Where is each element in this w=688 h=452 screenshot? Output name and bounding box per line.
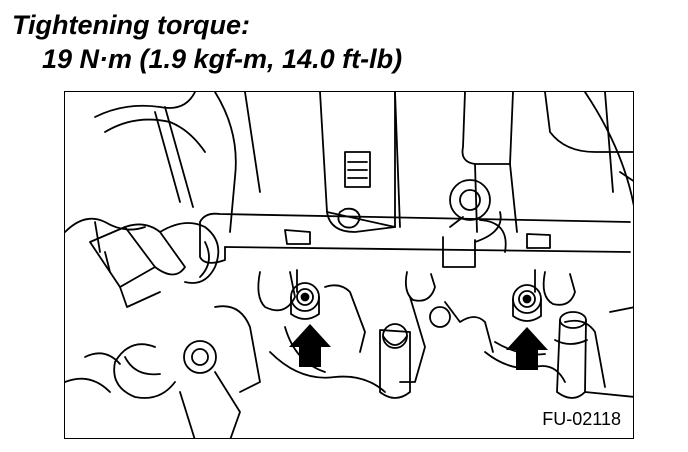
left-injector-bolt (290, 282, 320, 320)
engine-illustration (65, 92, 633, 438)
engine-illustration-frame: FU-02118 (64, 91, 634, 439)
right-pipe (554, 311, 588, 399)
sensor-connector (89, 222, 220, 308)
torque-value: 19 N·m (1.9 kgf-m, 14.0 ft-lb) (42, 44, 403, 74)
left-fitting (65, 340, 241, 438)
lower-block (214, 284, 633, 399)
figure-code: FU-02118 (540, 409, 623, 430)
right-injector-bolt (512, 284, 542, 322)
fuel-rail (199, 212, 631, 264)
left-hoses (65, 92, 206, 253)
up-arrow-icon (506, 327, 548, 370)
up-arrow-icon (289, 324, 331, 367)
intake-manifold-body (214, 92, 633, 233)
torque-spec-heading: Tightening torque: 19 N·m (1.9 kgf-m, 14… (12, 8, 402, 76)
lifting-bracket (442, 179, 507, 268)
torque-title: Tightening torque: (12, 10, 250, 40)
